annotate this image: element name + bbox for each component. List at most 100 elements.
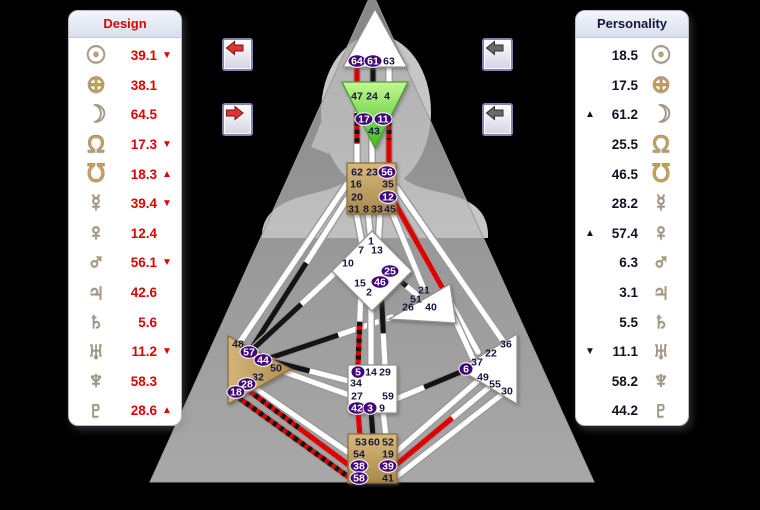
gate-16: 16 xyxy=(350,179,362,191)
gate-64: 64 xyxy=(351,56,363,68)
neptune-icon: ♆ xyxy=(87,367,106,395)
design-row-sun: ☉ 39.1 ▼ xyxy=(76,41,174,71)
gate-26: 26 xyxy=(402,302,414,314)
moon-icon: ☽ xyxy=(85,100,107,128)
gate-oval-44 xyxy=(253,353,273,367)
gate-28: 28 xyxy=(241,379,253,391)
gate-oval-18 xyxy=(226,385,246,399)
channel-20-57 xyxy=(246,195,351,355)
design-row-south-node: ℧18.3▲ xyxy=(76,159,174,189)
gate-oval-25 xyxy=(380,264,400,278)
personality-value-venus: 57.4 xyxy=(611,225,638,241)
gate-32: 32 xyxy=(252,372,264,384)
design-back-button[interactable] xyxy=(222,38,253,71)
channel-12-22 xyxy=(391,199,482,356)
down-triangle-icon: ▼ xyxy=(162,50,172,62)
gate-9: 9 xyxy=(379,403,385,415)
personality-back-button-bottom[interactable] xyxy=(482,103,513,136)
gate-17: 17 xyxy=(358,114,370,126)
gate-10: 10 xyxy=(342,258,354,270)
personality-back-button-top[interactable] xyxy=(482,38,513,71)
channel-28-38 xyxy=(244,386,354,470)
gate-46: 46 xyxy=(374,277,386,289)
design-value-earth: 38.1 xyxy=(130,77,157,93)
personality-value-saturn: 5.5 xyxy=(619,314,638,330)
gate-5: 5 xyxy=(355,367,361,379)
personality-panel-header: Personality xyxy=(576,11,688,38)
left-arrow-icon xyxy=(485,105,504,121)
gate-37: 37 xyxy=(471,357,483,369)
down-triangle-icon: ▼ xyxy=(162,346,172,358)
personality-row-mercury: 28.2☿ xyxy=(583,189,681,219)
personality-value-uranus: 11.1 xyxy=(612,344,638,360)
gate-44: 44 xyxy=(257,355,269,367)
design-value-pluto: 28.6 xyxy=(130,403,157,419)
gate-oval-56 xyxy=(377,165,397,179)
gate-59: 59 xyxy=(382,391,394,403)
gate-19: 19 xyxy=(382,449,394,461)
gate-25: 25 xyxy=(384,266,396,278)
gate-24: 24 xyxy=(366,91,378,103)
down-triangle-icon: ▼ xyxy=(162,257,172,269)
jupiter-icon: ♃ xyxy=(652,278,671,306)
throat-center xyxy=(346,162,397,215)
gate-39: 39 xyxy=(382,461,394,473)
heart-center xyxy=(386,282,457,324)
channel-16-48 xyxy=(236,180,351,346)
design-value-uranus: 11.2 xyxy=(131,344,157,360)
gate-18: 18 xyxy=(230,387,242,399)
design-row-moon: ☽64.5 xyxy=(76,100,174,130)
personality-value-moon: 61.2 xyxy=(611,107,638,123)
gate-30: 30 xyxy=(501,386,513,398)
channel-10-57 xyxy=(248,267,341,354)
personality-row-south-node: 46.5℧ xyxy=(583,159,681,189)
gate-1: 1 xyxy=(368,236,374,248)
gate-23: 23 xyxy=(366,167,378,179)
venus-icon: ♀ xyxy=(87,219,106,247)
down-triangle-icon: ▼ xyxy=(162,139,172,151)
personality-value-neptune: 58.2 xyxy=(611,373,638,389)
gate-13: 13 xyxy=(371,245,383,257)
gate-22: 22 xyxy=(485,348,497,360)
gate-oval-57 xyxy=(239,345,259,359)
gate-48: 48 xyxy=(232,339,244,351)
design-value-jupiter: 42.6 xyxy=(130,285,157,301)
design-row-mercury: ☿39.4▼ xyxy=(76,189,174,219)
design-row-venus: ♀12.4 xyxy=(76,219,174,249)
gate-63: 63 xyxy=(383,56,395,68)
gate-58: 58 xyxy=(353,473,365,485)
gate-36: 36 xyxy=(500,339,512,351)
mercury-icon: ☿ xyxy=(87,189,106,217)
gate-12: 12 xyxy=(382,192,394,204)
gate-54: 54 xyxy=(353,449,365,461)
personality-row-venus: ▲57.4♀ xyxy=(583,219,681,249)
gate-33: 33 xyxy=(371,204,383,216)
channel-32-54 xyxy=(248,382,353,457)
gate-31: 31 xyxy=(348,204,360,216)
south-node-icon: ℧ xyxy=(86,160,106,188)
design-value-neptune: 58.3 xyxy=(130,373,157,389)
personality-value-sun: 18.5 xyxy=(611,48,638,64)
design-row-pluto: ♇28.6▲ xyxy=(76,396,174,426)
saturn-icon: ♄ xyxy=(87,308,106,336)
personality-panel-title: Personality xyxy=(596,16,668,31)
design-value-sun: 39.1 xyxy=(130,48,157,64)
gate-15: 15 xyxy=(354,278,366,290)
pluto-icon: ♇ xyxy=(87,396,106,424)
sun-icon: ☉ xyxy=(85,41,107,69)
personality-row-earth: 17.5⊕ xyxy=(583,71,681,101)
design-row-earth: ⊕38.1 xyxy=(76,71,174,101)
saturn-icon: ♄ xyxy=(652,308,671,336)
design-forward-button[interactable] xyxy=(222,103,253,136)
gate-42: 42 xyxy=(351,403,363,415)
gate-21: 21 xyxy=(418,285,430,297)
venus-icon: ♀ xyxy=(652,219,671,247)
design-row-uranus: ♅11.2▼ xyxy=(76,337,174,367)
gate-3: 3 xyxy=(367,403,373,415)
design-value-saturn: 5.6 xyxy=(138,314,157,330)
gate-11: 11 xyxy=(377,114,388,126)
